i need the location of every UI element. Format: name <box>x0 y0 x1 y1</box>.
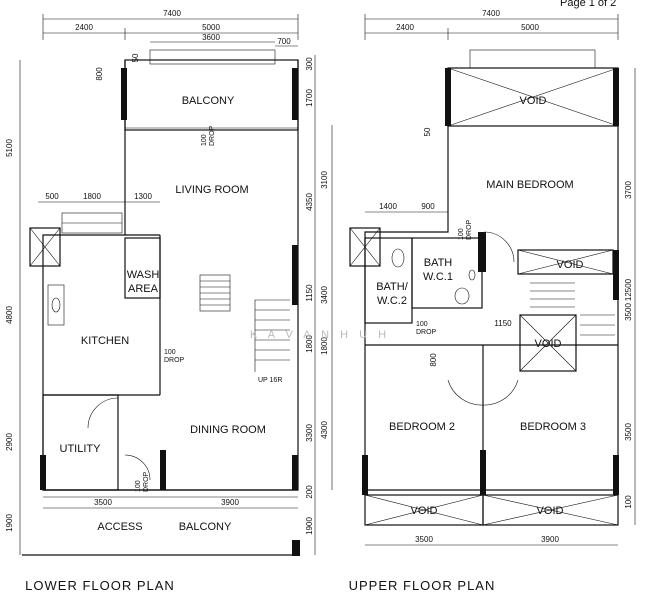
dim-lower-right-200: 200 <box>305 485 314 499</box>
room-living: LIVING ROOM <box>175 184 248 196</box>
dim-upper-left-3100: 3100 <box>320 171 329 189</box>
dim-lower-2400: 2400 <box>75 23 93 32</box>
room-bedroom2: BEDROOM 2 <box>389 421 455 433</box>
dim-lower-right-300: 300 <box>305 57 314 71</box>
note-stair-up: UP 16R <box>258 377 282 384</box>
dim-lower-left-1900: 1900 <box>5 514 14 532</box>
dim-lower-3500: 3500 <box>94 498 112 507</box>
dim-upper-50: 50 <box>423 127 432 136</box>
upper-floor-caption: UPPER FLOOR PLAN <box>349 578 496 593</box>
dim-upper-800: 800 <box>429 353 438 367</box>
dim-upper-3500: 3500 <box>415 535 433 544</box>
void-bottom-left: VOID <box>411 505 438 517</box>
dim-upper-left-4300: 4300 <box>320 421 329 439</box>
dim-lower-right-1150: 1150 <box>305 284 314 302</box>
note-drop-bath1-num: 100 <box>458 228 465 240</box>
dim-lower-left-4800: 4800 <box>5 306 14 324</box>
dim-lower-3600: 3600 <box>202 33 220 42</box>
note-drop-bath2-num: 100 <box>416 321 428 328</box>
void-middle: VOID <box>557 259 584 271</box>
dim-lower-50: 50 <box>131 53 140 62</box>
note-drop-kitchen-num: 100 <box>164 349 176 356</box>
room-access-balcony: BALCONY <box>179 521 232 533</box>
room-balcony: BALCONY <box>182 95 235 107</box>
dim-lower-left-2900: 2900 <box>5 433 14 451</box>
room-kitchen: KITCHEN <box>81 335 129 347</box>
note-drop-kitchen-word: DROP <box>164 357 185 364</box>
room-bath1-line2: W.C.1 <box>423 271 453 283</box>
dim-lower-500: 500 <box>45 192 59 201</box>
void-top: VOID <box>520 95 547 107</box>
dim-lower-right-3300: 3300 <box>305 424 314 442</box>
room-main-bedroom: MAIN BEDROOM <box>486 179 573 191</box>
room-wash-line1: WASH <box>127 269 160 281</box>
dim-upper-right-12500: 12500 <box>624 278 633 301</box>
lower-floor-caption: LOWER FLOOR PLAN <box>25 578 175 593</box>
dim-lower-right-1800: 1800 <box>305 335 314 353</box>
dim-lower-right-4350: 4350 <box>305 193 314 211</box>
room-utility: UTILITY <box>60 443 102 455</box>
note-drop-utility-word: DROP <box>143 471 150 492</box>
room-bath1-line1: BATH <box>424 257 453 269</box>
dim-upper-left-3400: 3400 <box>320 286 329 304</box>
dim-lower-3900: 3900 <box>221 498 239 507</box>
dim-lower-right-1900: 1900 <box>305 517 314 535</box>
dim-upper-right-100: 100 <box>624 495 633 509</box>
note-drop-utility-num: 100 <box>135 480 142 492</box>
staircase-lower <box>200 280 290 372</box>
dim-upper-right-3500b: 3500 <box>624 423 633 441</box>
dim-upper-3900: 3900 <box>541 535 559 544</box>
note-drop-balcony-num: 100 <box>201 134 208 146</box>
dim-lower-1800: 1800 <box>83 192 101 201</box>
room-access: ACCESS <box>97 521 142 533</box>
dim-upper-right-3500a: 3500 <box>624 303 633 321</box>
dim-upper-left-1800: 1800 <box>320 337 329 355</box>
room-dining: DINING ROOM <box>190 424 266 436</box>
lower-floor-plan: 7400 2400 5000 3600 700 BALCONY 50 800 1… <box>5 9 316 593</box>
dim-lower-total: 7400 <box>163 9 181 18</box>
staircase-upper <box>530 282 615 336</box>
dim-upper-900: 900 <box>421 202 435 211</box>
dim-lower-left-5100: 5100 <box>5 139 14 157</box>
dim-lower-800: 800 <box>95 67 104 81</box>
room-wash-line2: AREA <box>128 283 159 295</box>
note-drop-bath2-word: DROP <box>416 329 437 336</box>
dim-lower-1300: 1300 <box>134 192 152 201</box>
dim-upper-right-3700: 3700 <box>624 181 633 199</box>
dim-upper-1400: 1400 <box>379 202 397 211</box>
dim-upper-5000: 5000 <box>521 23 539 32</box>
note-drop-bath1-word: DROP <box>466 219 473 240</box>
dim-upper-2400: 2400 <box>396 23 414 32</box>
dim-upper-total: 7400 <box>482 9 500 18</box>
dim-upper-1150: 1150 <box>494 319 512 328</box>
dim-lower-5000: 5000 <box>202 23 220 32</box>
page-label: Page 1 of 2 <box>560 0 616 9</box>
dim-lower-right-1700: 1700 <box>305 89 314 107</box>
room-bath2-line2: W.C.2 <box>377 295 407 307</box>
void-bottom-right: VOID <box>537 505 564 517</box>
watermark: K A V A N H U H <box>250 329 390 341</box>
room-bath2-line1: BATH/ <box>376 281 409 293</box>
dim-lower-700: 700 <box>277 37 291 46</box>
upper-floor-plan: Page 1 of 2 7400 2400 5000 VOID 50 MAIN … <box>320 0 636 593</box>
void-lower: VOID <box>535 338 562 350</box>
room-bedroom3: BEDROOM 3 <box>520 421 586 433</box>
note-drop-balcony-word: DROP <box>209 125 216 146</box>
